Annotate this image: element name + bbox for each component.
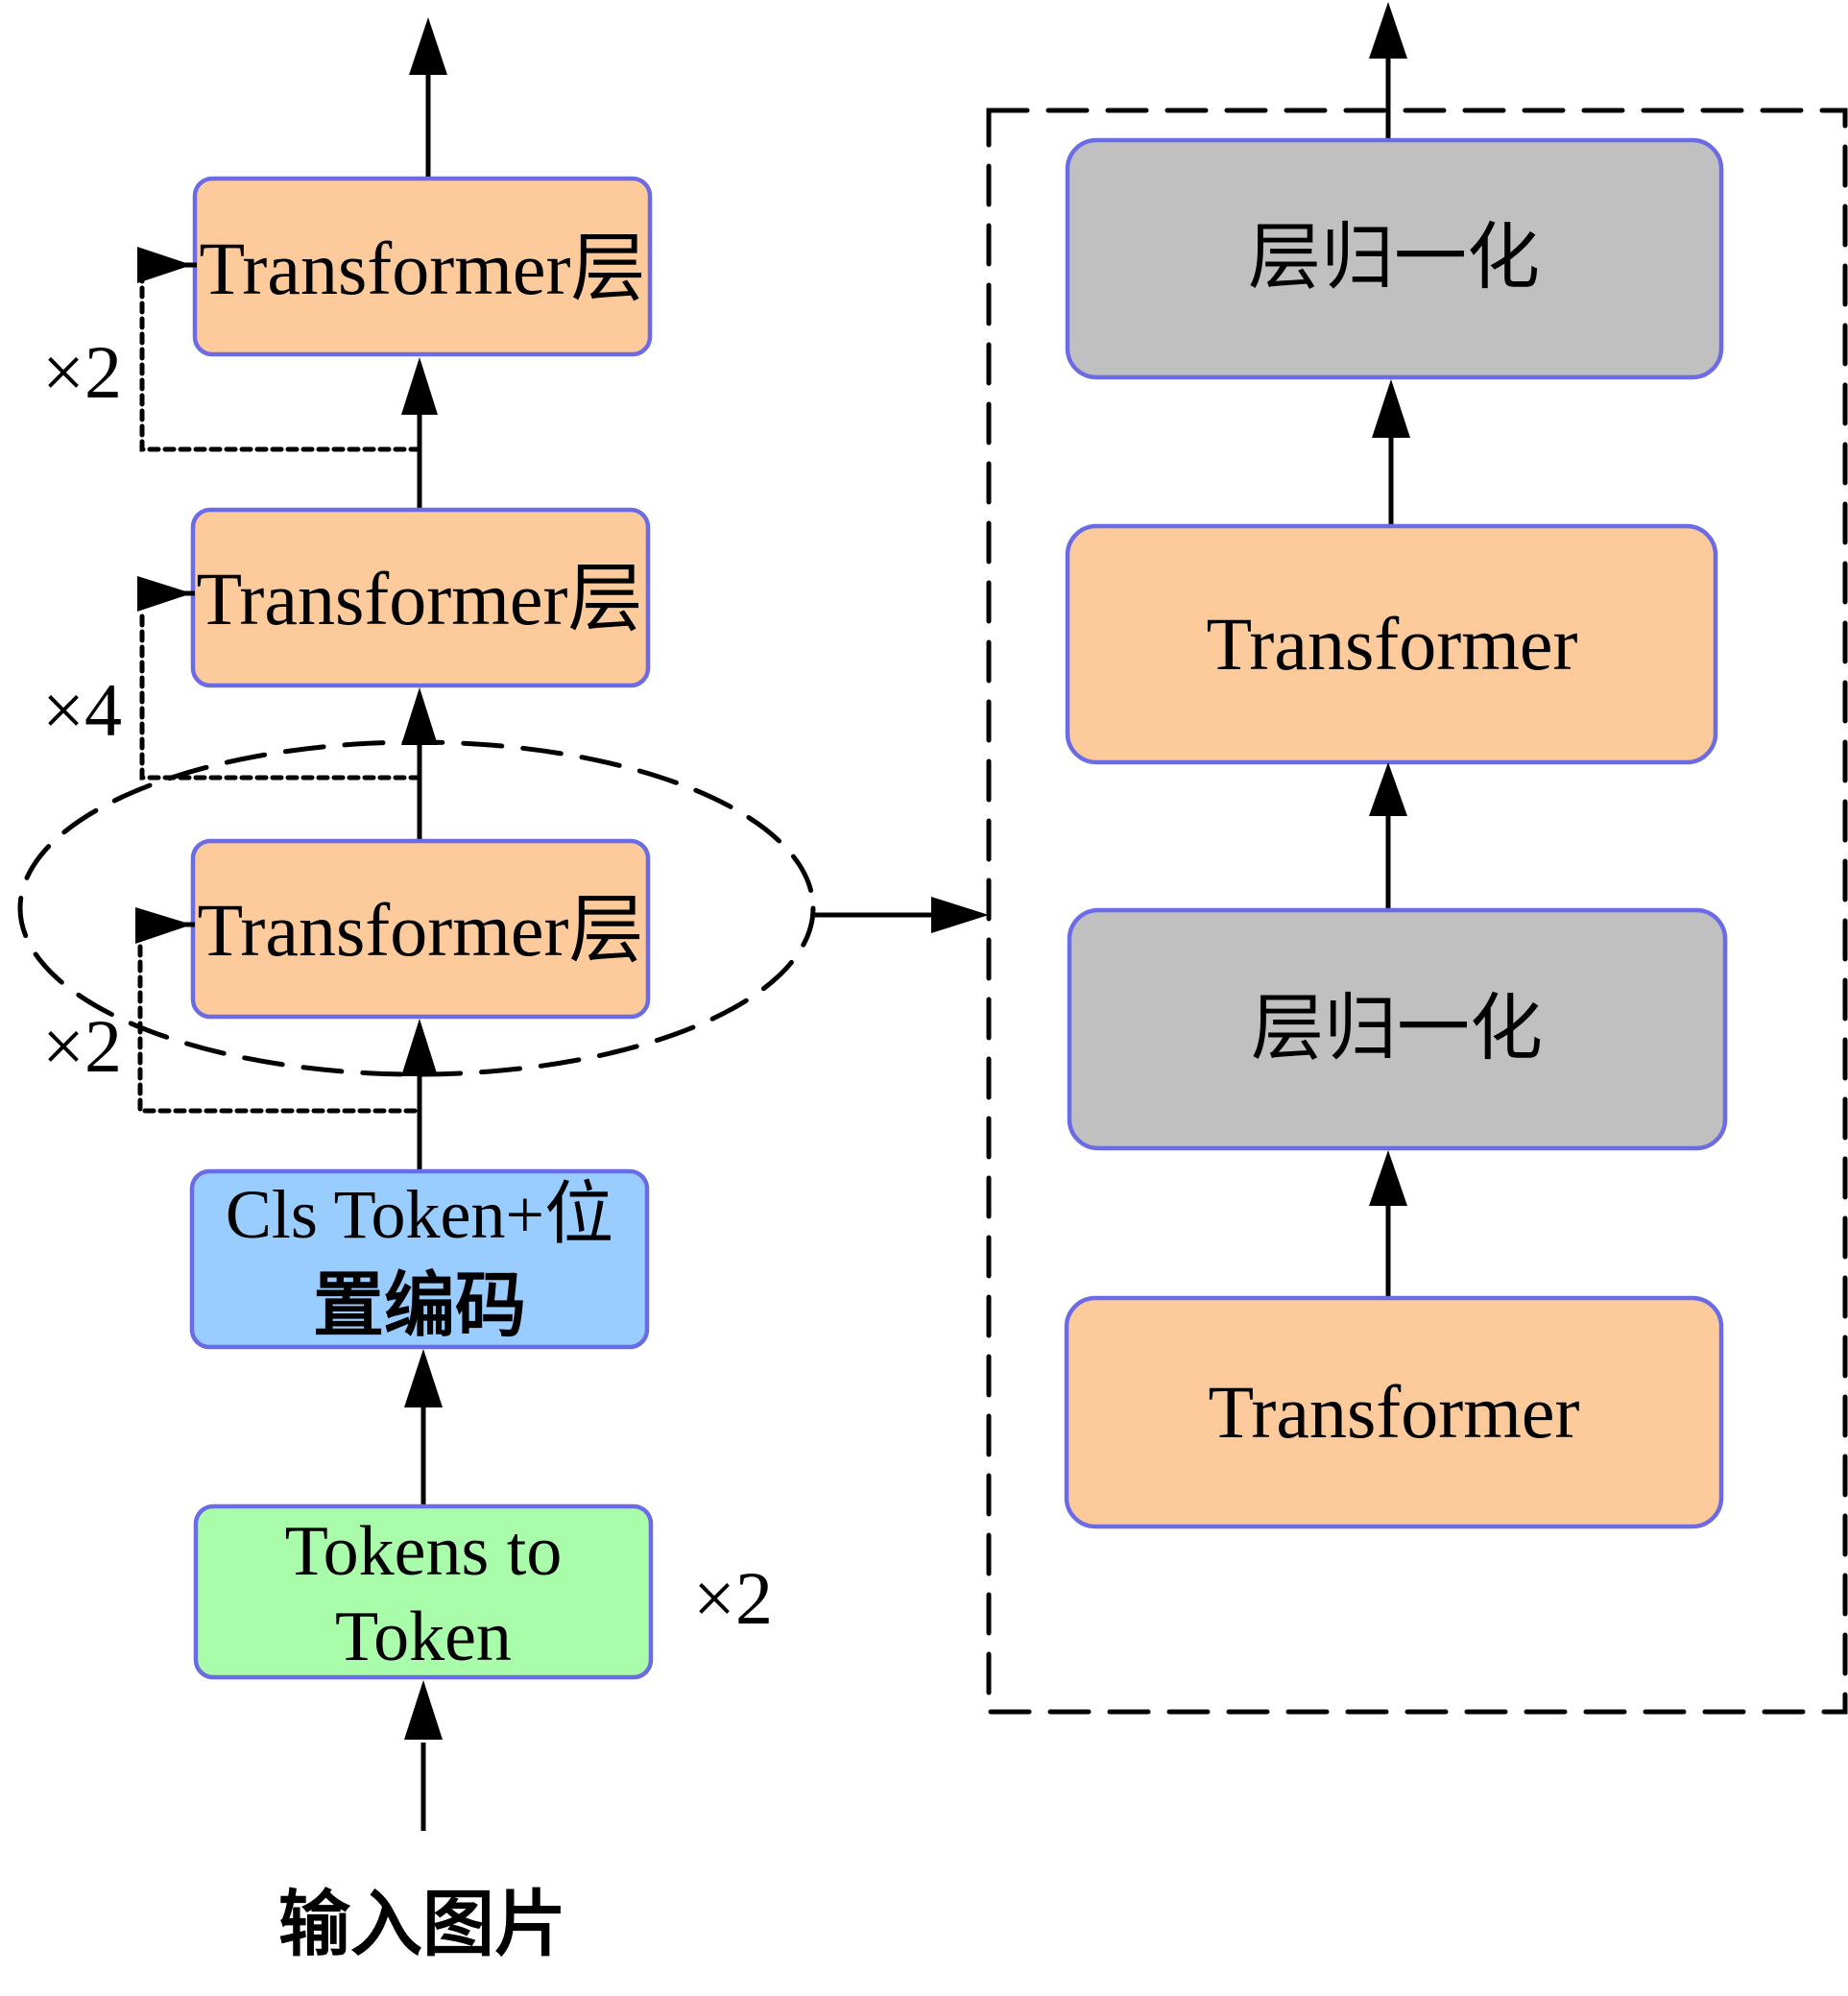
tokens-to-token-box: [193, 1503, 654, 1680]
arrow-transformer-top-to-norm-top: [1372, 379, 1410, 526]
layer-norm-top[interactable]: 层归一化: [1065, 137, 1724, 380]
tokens-to-token-label-line2: Token: [335, 1598, 512, 1676]
transformer-layer-bottom[interactable]: Transformer层: [190, 838, 651, 1020]
output-arrow-left: [409, 17, 447, 179]
transformer-layer-top[interactable]: Transformer层: [192, 176, 653, 357]
cls-token-box: [189, 1168, 650, 1350]
arrow-transformer-bottom-to-norm-bottom: [1369, 1150, 1407, 1298]
transformer-block-bottom[interactable]: Transformer: [1064, 1295, 1724, 1529]
input-arrow: [404, 1680, 443, 1831]
layer-norm-bottom-label: 层归一化: [1251, 989, 1543, 1070]
transformer-block-bottom-label: Transformer: [1208, 1370, 1579, 1454]
repeat-count-bottom: ×2: [42, 1004, 122, 1088]
tokens-repeat-count: ×2: [693, 1556, 773, 1640]
transformer-block-top[interactable]: Transformer: [1065, 523, 1718, 765]
layer-norm-bottom-box: [1067, 907, 1728, 1151]
layer-norm-top-box: [1065, 137, 1724, 380]
tokens-to-token-label-line1: Tokens to: [285, 1512, 563, 1591]
cls-token-label-line2: 置编码: [313, 1267, 526, 1346]
transformer-layer-bottom-box: [190, 838, 651, 1020]
output-arrow-right: [1369, 2, 1407, 140]
repeat-loop-mid: [137, 576, 422, 781]
arrow-layer2-to-layer1: [401, 357, 438, 510]
transformer-layer-mid-label: Transformer层: [196, 557, 642, 640]
tokens-to-token[interactable]: Tokens to Token: [193, 1503, 654, 1680]
detail-panel-frame: [986, 108, 1848, 1715]
transformer-block-top-box: [1065, 523, 1718, 765]
arrow-norm-bottom-to-transformer-top: [1369, 762, 1407, 910]
arrow-cls-to-layer3: [401, 1019, 438, 1171]
transformer-block-top-label: Transformer: [1206, 602, 1577, 685]
cls-token-label-line1: Cls Token+位: [226, 1176, 613, 1253]
layer-norm-bottom[interactable]: 层归一化: [1067, 907, 1728, 1151]
cls-token-position-encoding[interactable]: Cls Token+位 置编码: [189, 1168, 650, 1350]
transformer-layer-mid[interactable]: Transformer层: [190, 507, 651, 688]
arrow-tokens-to-cls: [404, 1349, 443, 1506]
repeat-loop-top: [137, 247, 422, 452]
transformer-layer-top-label: Transformer层: [199, 227, 645, 310]
transformer-layer-mid-box: [190, 507, 651, 688]
input-image-label: 输入图片: [278, 1886, 566, 1965]
transformer-block-bottom-box: [1064, 1295, 1724, 1529]
zoom-highlight-ellipse: [17, 739, 816, 1077]
repeat-loop-bottom: [135, 907, 418, 1114]
repeat-count-mid: ×4: [42, 668, 122, 752]
layer-norm-top-label: 层归一化: [1248, 218, 1540, 299]
arrow-layer3-to-layer2: [401, 687, 438, 841]
transformer-layer-bottom-label: Transformer层: [197, 888, 643, 972]
expand-arrow: [814, 897, 989, 933]
repeat-count-top: ×2: [42, 330, 122, 414]
